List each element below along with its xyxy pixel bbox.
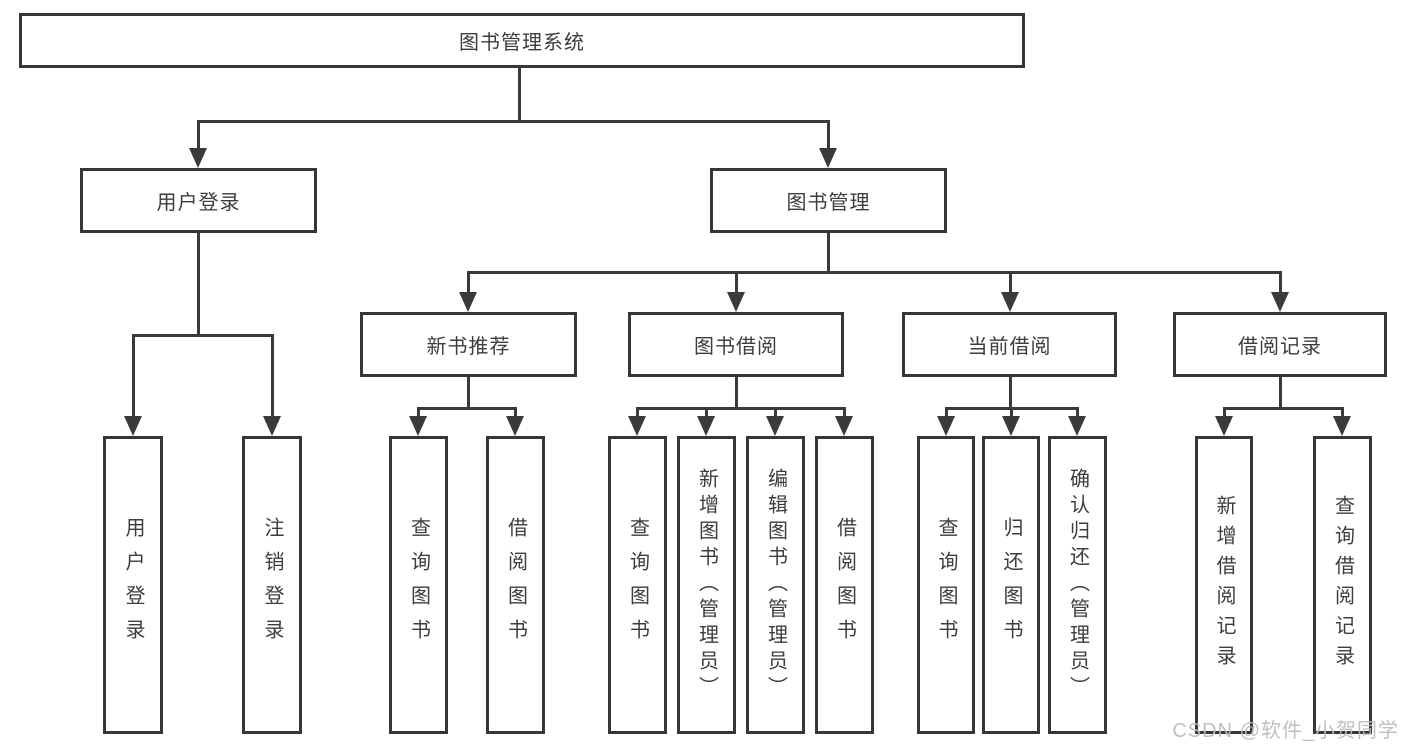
arrow-to-book-mgmt — [819, 148, 837, 168]
node-root: 图书管理系统 — [19, 13, 1025, 68]
connector-level2-hline — [197, 120, 830, 123]
connector-nbr-borrow-drop — [514, 407, 517, 419]
leaf-br-query-record: 查询借阅记录 — [1313, 436, 1372, 734]
connector-bb-stem — [735, 376, 738, 410]
node-borrow-records: 借阅记录 — [1173, 312, 1387, 377]
arrow-to-cb-confirm — [1068, 416, 1086, 436]
node-user-login: 用户登录 — [80, 168, 317, 233]
arrow-to-cb-query — [937, 416, 955, 436]
node-current-borrow: 当前借阅 — [902, 312, 1117, 377]
connector-nbr-hline — [417, 407, 517, 410]
connector-cb-return-drop — [1010, 407, 1013, 419]
connector-bookmgmt-drop — [827, 120, 830, 152]
leaf-bb-borrow-books: 借阅图书 — [815, 436, 874, 734]
leaf-cb-return-books: 归还图书 — [982, 436, 1040, 734]
connector-leaf-userlogin-drop — [132, 334, 135, 418]
connector-cb-query-drop — [945, 407, 948, 419]
arrow-to-bb-edit — [766, 416, 784, 436]
connector-bb-edit-drop — [774, 407, 777, 419]
connector-bb-borrow-drop — [843, 407, 846, 419]
arrow-to-new-book-rec — [459, 292, 477, 312]
node-root-label: 图书管理系统 — [459, 32, 585, 54]
connector-br-hline — [1223, 407, 1344, 410]
leaf-bb-query-books: 查询图书 — [608, 436, 667, 734]
node-new-book-rec-label: 新书推荐 — [426, 336, 511, 358]
csdn-watermark: CSDN @软件_小贺同学 — [1172, 720, 1399, 742]
arrow-to-book-borrow — [727, 292, 745, 312]
leaf-cb-confirm-return-admin: 确认归还（管理员） — [1048, 436, 1107, 734]
connector-cb-stem — [1009, 376, 1012, 410]
leaf-logout: 注销登录 — [242, 436, 302, 734]
arrow-to-nbr-borrow — [506, 416, 524, 436]
leaf-cb-query-books-label: 查询图书 — [935, 517, 957, 653]
connector-bookmgmt-stem — [827, 232, 830, 274]
arrow-to-br-query — [1333, 416, 1351, 436]
connector-newbookrec-drop — [467, 271, 470, 295]
arrow-to-bb-borrow — [835, 416, 853, 436]
connector-borrowrecords-drop — [1279, 271, 1282, 295]
connector-userlogin-drop — [197, 120, 200, 152]
node-book-mgmt-label: 图书管理 — [786, 192, 871, 214]
connector-currentborrow-drop — [1009, 271, 1012, 295]
arrow-to-leaf-user-login — [124, 416, 142, 436]
leaf-bb-edit-books-admin-label: 编辑图书（管理员） — [764, 468, 787, 702]
leaf-bb-query-books-label: 查询图书 — [626, 517, 649, 653]
arrow-to-leaf-logout — [263, 416, 281, 436]
arrow-to-current-borrow — [1001, 292, 1019, 312]
connector-bb-query-drop — [636, 407, 639, 419]
arrow-to-bb-add — [697, 416, 715, 436]
connector-root-stem — [518, 66, 521, 123]
leaf-user-login: 用户登录 — [103, 436, 163, 734]
connector-br-add-drop — [1223, 407, 1226, 419]
connector-level3-hline — [467, 271, 1282, 274]
connector-bb-hline — [636, 407, 846, 410]
connector-br-stem — [1279, 376, 1282, 410]
node-book-borrow: 图书借阅 — [628, 312, 844, 377]
connector-userlogin-hline — [132, 334, 274, 337]
leaf-br-query-record-label: 查询借阅记录 — [1331, 495, 1354, 675]
leaf-logout-label: 注销登录 — [261, 517, 283, 653]
connector-bookborrow-drop — [735, 271, 738, 295]
leaf-cb-query-books: 查询图书 — [917, 436, 975, 734]
leaf-cb-confirm-return-admin-label: 确认归还（管理员） — [1066, 468, 1089, 702]
leaf-nbr-borrow-books: 借阅图书 — [486, 436, 545, 734]
connector-userlogin-stem — [197, 232, 200, 337]
connector-leaf-logout-drop — [271, 334, 274, 418]
node-current-borrow-label: 当前借阅 — [967, 336, 1052, 358]
node-book-borrow-label: 图书借阅 — [694, 336, 778, 358]
connector-nbr-stem — [467, 376, 470, 410]
leaf-nbr-query-books: 查询图书 — [389, 436, 448, 734]
connector-bb-add-drop — [705, 407, 708, 419]
leaf-bb-borrow-books-label: 借阅图书 — [833, 517, 856, 653]
leaf-br-add-record: 新增借阅记录 — [1195, 436, 1253, 734]
connector-br-query-drop — [1341, 407, 1344, 419]
leaf-user-login-label: 用户登录 — [122, 517, 144, 653]
arrow-to-bb-query — [628, 416, 646, 436]
arrow-to-br-add — [1215, 416, 1233, 436]
leaf-br-add-record-label: 新增借阅记录 — [1213, 495, 1235, 675]
connector-cb-confirm-drop — [1076, 407, 1079, 419]
leaf-nbr-borrow-books-label: 借阅图书 — [504, 517, 527, 653]
arrow-to-nbr-query — [409, 416, 427, 436]
arrow-to-cb-return — [1002, 416, 1020, 436]
connector-nbr-query-drop — [417, 407, 420, 419]
leaf-nbr-query-books-label: 查询图书 — [407, 517, 430, 653]
node-book-mgmt: 图书管理 — [710, 168, 947, 233]
node-user-login-label: 用户登录 — [156, 192, 241, 214]
arrow-to-borrow-records — [1271, 292, 1289, 312]
node-borrow-records-label: 借阅记录 — [1238, 336, 1322, 358]
leaf-bb-edit-books-admin: 编辑图书（管理员） — [746, 436, 805, 734]
leaf-bb-add-books-admin: 新增图书（管理员） — [677, 436, 736, 734]
node-new-book-rec: 新书推荐 — [360, 312, 577, 377]
arrow-to-user-login — [189, 148, 207, 168]
leaf-cb-return-books-label: 归还图书 — [1000, 517, 1022, 653]
leaf-bb-add-books-admin-label: 新增图书（管理员） — [695, 468, 718, 702]
